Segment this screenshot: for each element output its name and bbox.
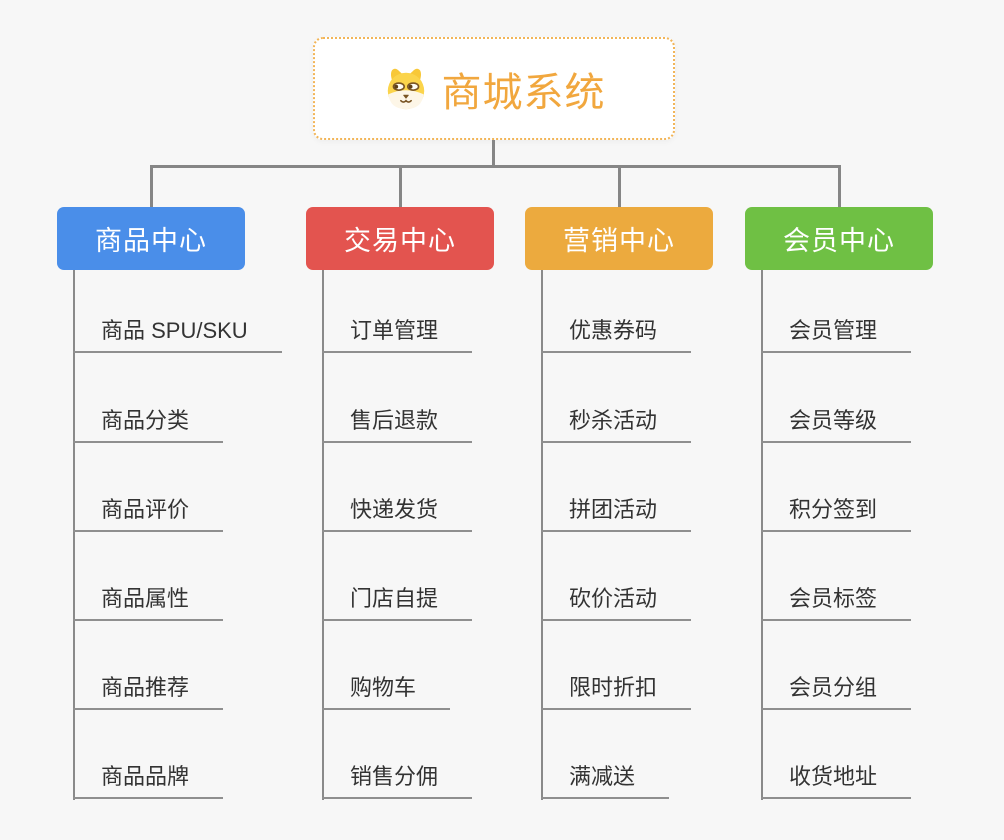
child-topic[interactable]: 售后退款 [322, 405, 473, 443]
connector-drop-marketing [618, 165, 621, 209]
branch-node[interactable]: 商品中心 [57, 207, 245, 270]
connector-drop-trade [399, 165, 402, 209]
branch-trade-center: 交易中心 订单管理 售后退款 快递发货 门店自提 购物车 销售分佣 [306, 0, 536, 840]
child-topic[interactable]: 会员分组 [761, 672, 912, 710]
child-topic[interactable]: 购物车 [322, 672, 451, 710]
child-topic[interactable]: 砍价活动 [541, 583, 692, 621]
child-topic[interactable]: 商品品牌 [73, 761, 224, 799]
connector-drop-product [150, 165, 153, 209]
root-title: 商城系统 [441, 70, 606, 115]
connector-root-stem [492, 140, 495, 166]
branch-label: 营销中心 [563, 226, 675, 256]
branch-label: 会员中心 [783, 226, 895, 256]
child-topic[interactable]: 会员等级 [761, 405, 912, 443]
branch-label: 商品中心 [95, 226, 207, 256]
branch-node[interactable]: 营销中心 [525, 207, 713, 270]
child-topic[interactable]: 秒杀活动 [541, 405, 692, 443]
dog-face-icon [387, 68, 424, 109]
child-topic[interactable]: 收货地址 [761, 761, 912, 799]
branch-connector-line [541, 270, 543, 800]
child-topic[interactable]: 积分签到 [761, 494, 912, 532]
child-topic[interactable]: 限时折扣 [541, 672, 692, 710]
branch-product-center: 商品中心 商品 SPU/SKU 商品分类 商品评价 商品属性 商品推荐 商品品牌 [57, 0, 287, 840]
branch-connector-line [73, 270, 75, 800]
child-topic[interactable]: 快递发货 [322, 494, 473, 532]
child-topic[interactable]: 门店自提 [322, 583, 473, 621]
child-topic[interactable]: 会员标签 [761, 583, 912, 621]
child-topic[interactable]: 商品评价 [73, 494, 224, 532]
child-topic[interactable]: 销售分佣 [322, 761, 473, 799]
branch-member-center: 会员中心 会员管理 会员等级 积分签到 会员标签 会员分组 收货地址 [745, 0, 975, 840]
branch-node[interactable]: 交易中心 [306, 207, 494, 270]
branch-marketing-center: 营销中心 优惠券码 秒杀活动 拼团活动 砍价活动 限时折扣 满减送 [525, 0, 755, 840]
branch-connector-line [761, 270, 763, 800]
root-node[interactable]: 商城系统 [313, 37, 675, 140]
branch-node[interactable]: 会员中心 [745, 207, 933, 270]
child-topic[interactable]: 商品 SPU/SKU [73, 315, 282, 353]
child-topic[interactable]: 商品推荐 [73, 672, 224, 710]
branch-label: 交易中心 [344, 226, 456, 256]
child-topic[interactable]: 满减送 [541, 761, 670, 799]
connector-drop-member [838, 165, 841, 209]
connector-horizontal-bar [150, 165, 841, 168]
child-topic[interactable]: 拼团活动 [541, 494, 692, 532]
child-topic[interactable]: 优惠券码 [541, 315, 692, 353]
child-topic[interactable]: 订单管理 [322, 315, 473, 353]
branch-connector-line [322, 270, 324, 800]
child-topic[interactable]: 商品分类 [73, 405, 224, 443]
child-topic[interactable]: 会员管理 [761, 315, 912, 353]
child-topic[interactable]: 商品属性 [73, 583, 224, 621]
